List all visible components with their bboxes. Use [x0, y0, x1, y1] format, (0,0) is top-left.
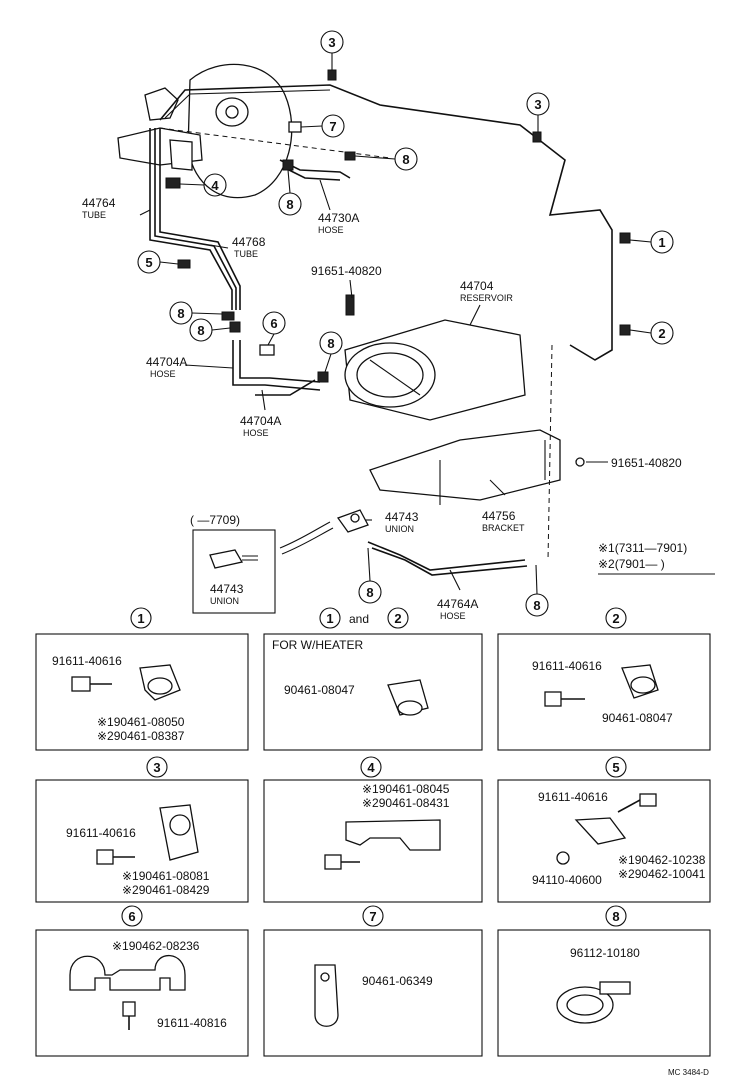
part-name-hose-2: HOSE: [243, 428, 269, 438]
part-number-91651-right: 91651-40820: [611, 456, 682, 470]
panel-8-part-1: 96112-10180: [570, 946, 640, 960]
inset-range: ( —7709): [190, 513, 240, 527]
part-number-44730A: 44730A: [318, 211, 359, 225]
panel-1-and-2: 1 and 2 FOR W/HEATER 90461-08047: [263, 607, 483, 751]
panel-4-title: 4: [367, 760, 375, 775]
callout-3-right: 3: [534, 97, 541, 112]
panel-2: 2 91611-40616 90461-08047: [497, 607, 711, 751]
panel-3-part-1: 91611-40616: [66, 826, 136, 840]
hoses-left: [232, 340, 321, 396]
union-inset: [192, 529, 276, 614]
panel-6-part-2: 91611-40816: [157, 1016, 227, 1030]
inset-part-name: UNION: [210, 596, 239, 606]
panel-2-part-1: 91611-40616: [532, 659, 602, 673]
part-number-91651-top: 91651-40820: [311, 264, 382, 278]
callout-1: 1: [658, 235, 665, 250]
part-name-tube-2: TUBE: [234, 249, 258, 259]
panel-8-title: 8: [612, 909, 619, 924]
panel-1-part-1: 91611-40616: [52, 654, 122, 668]
part-number-44704A-1: 44704A: [146, 355, 187, 369]
union-44743: [279, 509, 369, 555]
footer-code: MC 3484-D: [668, 1068, 709, 1077]
panel-8: 8 96112-10180: [497, 905, 711, 1057]
panel-1: 1 91611-40616 ※190461-08050 ※290461-0838…: [35, 607, 249, 751]
part-name-hose: HOSE: [318, 225, 344, 235]
panel-2-title: 2: [612, 611, 619, 626]
part-name-tube: TUBE: [82, 210, 106, 220]
brake-booster: [117, 63, 391, 199]
panel-1and2-heading: FOR W/HEATER: [272, 638, 363, 652]
panel-5-part-4: ※290462-10041: [618, 867, 706, 881]
panel-6: 6 ※190462-08236 91611-40816: [35, 905, 249, 1057]
panel-5-title: 5: [612, 760, 619, 775]
bracket: [369, 429, 585, 505]
part-name-hose-1: HOSE: [150, 369, 176, 379]
reservoir: [344, 319, 526, 421]
panel-1and2-part-1: 90461-08047: [284, 683, 355, 697]
part-name-bracket: BRACKET: [482, 523, 525, 533]
panel-5-part-2: ※190462-10238: [618, 853, 706, 867]
panel-4: 4 ※190461-08045 ※290461-08431: [263, 756, 483, 903]
legend-line-2: ※2(7901— ): [598, 557, 665, 571]
callout-2: 2: [658, 326, 665, 341]
callout-4: 4: [211, 178, 219, 193]
callout-8-c: 8: [177, 306, 184, 321]
part-name-union: UNION: [385, 524, 414, 534]
callout-8-g: 8: [533, 598, 540, 613]
panel-6-part-1: ※190462-08236: [112, 939, 200, 953]
callout-8-a: 8: [402, 152, 409, 167]
leader-lines: [139, 53, 652, 595]
part-number-44704: 44704: [460, 279, 494, 293]
panel-3: 3 91611-40616 ※190461-08081 ※290461-0842…: [35, 756, 249, 903]
panel-1and2-title-a: 1: [326, 611, 333, 626]
panel-7: 7 90461-06349: [263, 905, 483, 1057]
panel-6-title: 6: [128, 909, 135, 924]
callout-8-d: 8: [197, 323, 204, 338]
callout-7: 7: [329, 119, 336, 134]
panel-4-part-1: ※190461-08045: [362, 782, 450, 796]
callout-5: 5: [145, 255, 152, 270]
panel-1-part-2: ※190461-08050: [97, 715, 185, 729]
panel-1and2-title-b: 2: [394, 611, 401, 626]
part-number-44756: 44756: [482, 509, 516, 523]
part-number-44764A: 44764A: [437, 597, 478, 611]
panel-4-part-2: ※290461-08431: [362, 796, 450, 810]
callout-8-b: 8: [286, 197, 293, 212]
hose-44764A: [367, 344, 553, 576]
callout-6: 6: [270, 316, 277, 331]
panel-2-part-2: 90461-08047: [602, 711, 673, 725]
panel-7-title: 7: [369, 909, 376, 924]
panel-5-part-3: 94110-40600: [532, 873, 602, 887]
panel-5: 5 91611-40616 ※190462-10238 94110-40600 …: [497, 756, 711, 903]
callout-3: 3: [328, 35, 335, 50]
part-number-44743: 44743: [385, 510, 419, 524]
legend-line-1: ※1(7311—7901): [598, 541, 687, 555]
panel-3-title: 3: [153, 760, 160, 775]
panel-5-part-1: 91611-40616: [538, 790, 608, 804]
part-number-44764: 44764: [82, 196, 116, 210]
part-number-44704A-2: 44704A: [240, 414, 281, 428]
part-name-reservoir: RESERVOIR: [460, 293, 513, 303]
clip-markers: [165, 69, 631, 383]
brake-tubes: [149, 84, 613, 361]
part-number-44768: 44768: [232, 235, 266, 249]
panel-3-part-3: ※290461-08429: [122, 883, 210, 897]
panel-1-title: 1: [137, 611, 144, 626]
panel-1-part-3: ※290461-08387: [97, 729, 185, 743]
panel-7-part-1: 90461-06349: [362, 974, 433, 988]
panel-1and2-and: and: [349, 612, 369, 626]
callout-8-f: 8: [366, 585, 373, 600]
inset-part-number: 44743: [210, 582, 244, 596]
callout-8-e: 8: [327, 336, 334, 351]
part-name-hose-3: HOSE: [440, 611, 466, 621]
panel-3-part-2: ※190461-08081: [122, 869, 210, 883]
